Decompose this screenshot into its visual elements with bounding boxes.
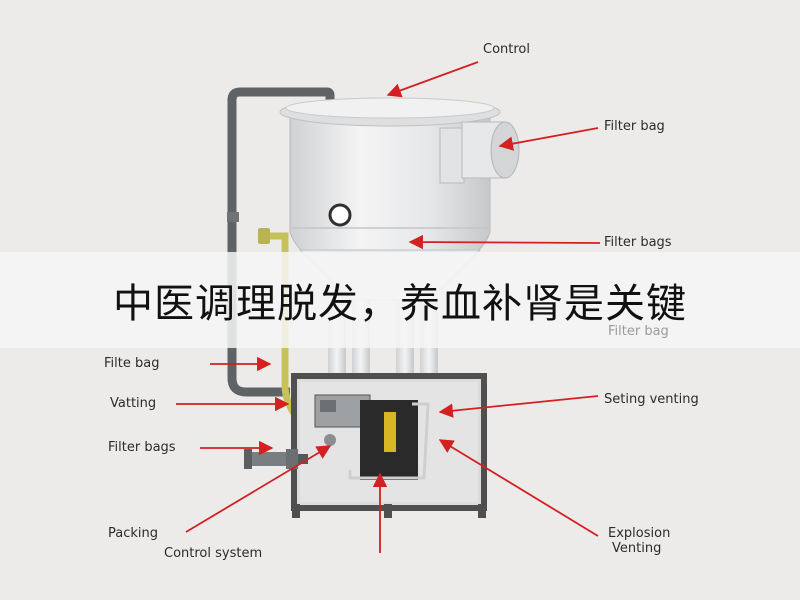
arrow-filter-bags-mid	[408, 234, 601, 250]
label-vatting: Vatting	[110, 396, 157, 411]
yellow-core	[384, 412, 396, 452]
label-explosion-line1: Explosion	[608, 526, 671, 541]
label-filter-bags-left: Filter bags	[108, 440, 176, 455]
arrow-packing	[185, 445, 332, 533]
arrow-explosion-venting	[438, 439, 599, 537]
label-filte-bag-left: Filte bag	[104, 356, 160, 371]
cabinet-leg-left	[292, 504, 300, 518]
arrow-filter-bag-top	[498, 127, 599, 151]
banner-title: 中医调理脱发，养血补肾是关键	[113, 281, 687, 327]
title-banner	[0, 252, 800, 348]
label-filter-bags-mid: Filter bags	[604, 235, 672, 250]
pipe-flange	[227, 212, 239, 222]
sight-glass	[328, 203, 352, 227]
vent-panel	[348, 402, 430, 480]
label-control: Control	[483, 42, 530, 57]
yellow-valve	[258, 228, 270, 244]
cabinet-leg-right	[478, 504, 486, 518]
ghost-label-behind-banner: Filter bag	[608, 324, 669, 339]
side-valve	[248, 452, 288, 466]
label-explosion-line2: Venting	[612, 541, 662, 556]
arrow-control	[386, 61, 479, 98]
arrow-seting-venting	[438, 395, 599, 418]
label-seting-venting: Seting venting	[604, 392, 699, 407]
label-packing: Packing	[108, 526, 159, 541]
inlet-opening	[490, 121, 520, 179]
return-pipe	[227, 87, 335, 397]
label-filter-bag-top: Filter bag	[604, 119, 665, 134]
inlet-flange	[439, 127, 465, 184]
arrows	[176, 61, 601, 553]
label-control-system: Control system	[164, 546, 263, 561]
